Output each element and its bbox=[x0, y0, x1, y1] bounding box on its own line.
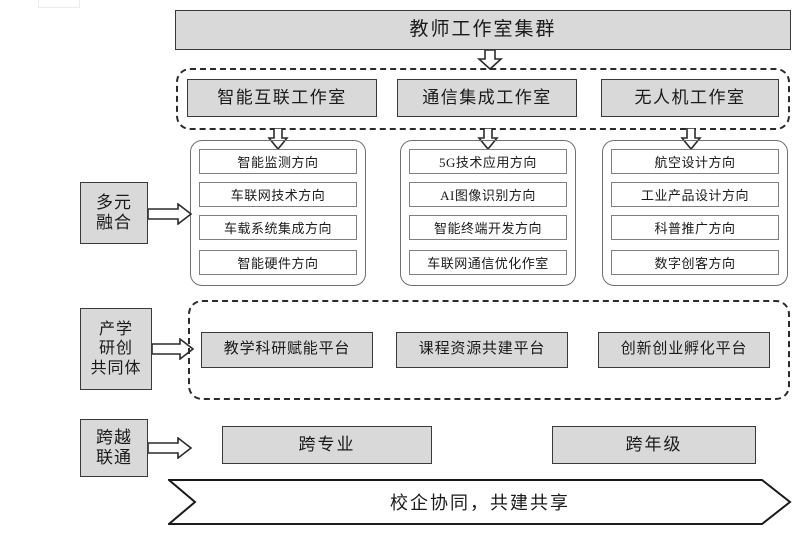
platform-box-2: 创新创业孵化平台 bbox=[598, 332, 770, 368]
crop-artifact bbox=[38, 0, 80, 8]
arrow-workshop-to-column-2 bbox=[678, 128, 704, 150]
arrow-duoyuan-to-columns bbox=[148, 203, 192, 225]
arrow-workshop-to-column-1 bbox=[475, 128, 501, 150]
column-1-item-1: AI图像识别方向 bbox=[409, 182, 567, 207]
workshop-label: 通信集成工作室 bbox=[422, 88, 552, 108]
item-label: 车联网技术方向 bbox=[230, 188, 326, 203]
column-2-item-0: 航空设计方向 bbox=[611, 149, 779, 174]
item-label: 智能监测方向 bbox=[237, 155, 319, 170]
arrow-header-to-workshops bbox=[474, 50, 506, 70]
cross-box-1: 跨年级 bbox=[552, 426, 756, 464]
column-2-item-1: 工业产品设计方向 bbox=[611, 182, 779, 207]
side-label-line: 多元 bbox=[96, 192, 132, 212]
side-label-line: 产学 bbox=[98, 321, 133, 339]
cross-box-label: 跨年级 bbox=[625, 435, 683, 455]
platform-box-0: 教学科研赋能平台 bbox=[201, 332, 373, 368]
column-1-item-2: 智能终端开发方向 bbox=[409, 215, 567, 240]
title-bar-label: 教师工作室集群 bbox=[409, 19, 557, 41]
workshop-box-1: 通信集成工作室 bbox=[397, 79, 577, 117]
platform-label: 教学科研赋能平台 bbox=[223, 341, 351, 358]
side-label-line: 研创 bbox=[98, 340, 133, 358]
item-label: 智能终端开发方向 bbox=[433, 221, 542, 236]
column-1-item-0: 5G技术应用方向 bbox=[409, 149, 567, 174]
cross-box-label: 跨专业 bbox=[298, 435, 356, 455]
item-label: 航空设计方向 bbox=[654, 155, 736, 170]
workshop-box-0: 智能互联工作室 bbox=[187, 79, 377, 117]
platform-box-1: 课程资源共建平台 bbox=[396, 332, 568, 368]
column-0-item-0: 智能监测方向 bbox=[199, 149, 357, 174]
bottom-banner-label: 校企协同，共建共享 bbox=[390, 493, 570, 513]
workshop-box-2: 无人机工作室 bbox=[601, 79, 779, 117]
column-container-2 bbox=[602, 140, 788, 286]
column-0-item-1: 车联网技术方向 bbox=[199, 182, 357, 207]
column-container-1 bbox=[400, 140, 576, 286]
cross-box-0: 跨专业 bbox=[222, 426, 432, 464]
item-label: 车载系统集成方向 bbox=[223, 221, 332, 236]
side-label-line: 联通 bbox=[96, 448, 132, 467]
platform-label: 课程资源共建平台 bbox=[418, 341, 546, 358]
column-0-item-3: 智能硬件方向 bbox=[199, 250, 357, 275]
workshop-label: 智能互联工作室 bbox=[217, 88, 347, 108]
bottom-banner: 校企协同，共建共享 bbox=[168, 478, 792, 526]
side-label-duoyuan-ronghe: 多元 融合 bbox=[80, 182, 148, 244]
arrow-kuayue-to-cross bbox=[148, 437, 192, 459]
column-2-item-2: 科普推广方向 bbox=[611, 215, 779, 240]
item-label: AI图像识别方向 bbox=[440, 188, 536, 203]
workshop-label: 无人机工作室 bbox=[634, 88, 746, 108]
item-label: 数字创客方向 bbox=[654, 256, 736, 271]
item-label: 智能硬件方向 bbox=[237, 256, 319, 271]
platforms-dashed-container bbox=[188, 300, 790, 400]
column-0-item-2: 车载系统集成方向 bbox=[199, 215, 357, 240]
item-label: 科普推广方向 bbox=[654, 221, 736, 236]
side-label-chanxue-yanchuang: 产学 研创 共同体 bbox=[80, 308, 152, 390]
item-label: 5G技术应用方向 bbox=[439, 155, 537, 170]
column-1-item-3: 车联网通信优化作室 bbox=[409, 250, 567, 275]
title-bar: 教师工作室集群 bbox=[175, 10, 791, 50]
arrow-workshop-to-column-0 bbox=[265, 128, 291, 150]
item-label: 工业产品设计方向 bbox=[640, 188, 749, 203]
item-label: 车联网通信优化作室 bbox=[427, 256, 549, 271]
side-label-kuayue-liantong: 跨越 联通 bbox=[80, 419, 148, 477]
side-label-line: 共同体 bbox=[90, 359, 142, 377]
column-2-item-3: 数字创客方向 bbox=[611, 250, 779, 275]
side-label-line: 融合 bbox=[96, 213, 132, 232]
platform-label: 创新创业孵化平台 bbox=[620, 341, 748, 358]
arrow-chanxue-to-platforms bbox=[152, 338, 194, 360]
side-label-line: 跨越 bbox=[96, 427, 132, 447]
workshops-dashed-container bbox=[176, 68, 790, 130]
